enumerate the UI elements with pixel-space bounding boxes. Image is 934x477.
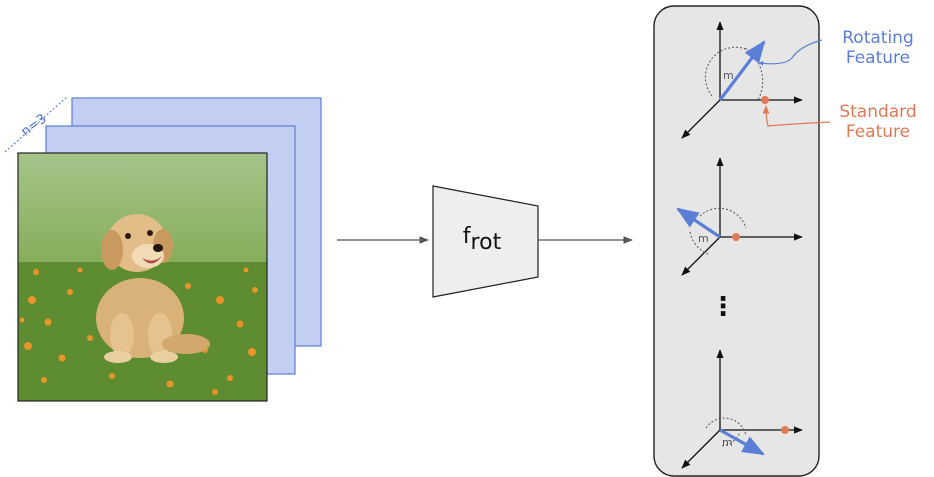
feature-panel [653, 5, 820, 477]
ellipsis-vertical: ⋮ [710, 292, 736, 322]
rotating-feature-vector-1 [718, 40, 766, 101]
stack-count-bracket [4, 96, 68, 153]
standard-feature-label-line2: Feature [845, 122, 911, 143]
standard-feature-label-line1: Standard [839, 102, 917, 122]
rotating-feature-label-line1: Rotating [842, 28, 914, 48]
feature-axes-1 [681, 21, 803, 139]
rotating-feature-label-line2: Feature [845, 48, 911, 69]
feature-axes-3 [681, 349, 803, 469]
standard-feature-dot-3 [781, 426, 789, 434]
rotating-feature-label: Rotating Feature [826, 28, 930, 69]
angle-marker-2: m [698, 232, 709, 245]
feature-axes-2 [676, 157, 803, 276]
standard-callout [762, 105, 831, 127]
model-label-subscript: rot [470, 230, 502, 255]
standard-feature-dot-1 [761, 96, 769, 104]
standard-feature-dot-2 [732, 233, 740, 241]
model-label-f: f [462, 224, 471, 249]
angle-marker-3: m [722, 436, 733, 449]
rotating-feature-vector-3 [719, 428, 765, 456]
model-label: frot [432, 224, 532, 255]
puppy-image [18, 153, 267, 401]
angle-marker-1: m [723, 69, 734, 82]
input-frame-front [17, 152, 268, 402]
rotating-feature-vector-2 [676, 207, 721, 239]
model-trapezoid [432, 185, 539, 298]
rotating-callout [758, 39, 823, 66]
standard-feature-label: Standard Feature [826, 102, 930, 143]
